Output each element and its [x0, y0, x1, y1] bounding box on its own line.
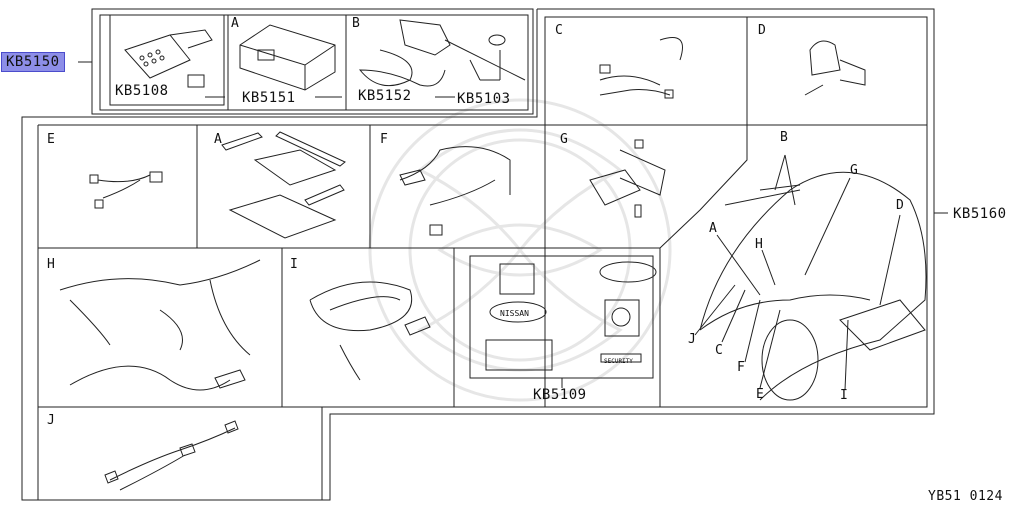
- part-c-drawing: [599, 37, 683, 99]
- callout-kb5103: KB5103: [457, 91, 511, 107]
- cell-letter-f: F: [380, 132, 388, 147]
- cell-letter-top-b: B: [352, 16, 360, 31]
- cell-letter-j: J: [47, 413, 55, 428]
- part-j-drawing: [104, 420, 239, 491]
- part-e-drawing: [89, 171, 163, 209]
- watermark-emblem: [368, 98, 672, 402]
- sticker-security: SECURITY: [604, 358, 633, 365]
- car-label-b: B: [780, 130, 788, 145]
- callout-kb5160: KB5160: [953, 206, 1007, 222]
- part-h-harness-drawing: [59, 259, 261, 391]
- cell-letter-g: G: [560, 132, 568, 147]
- car-label-g: G: [850, 163, 858, 178]
- car-label-i: I: [840, 388, 848, 403]
- car-label-h: H: [755, 237, 763, 252]
- car-label-e: E: [756, 387, 764, 402]
- car-label-f: F: [737, 360, 745, 375]
- car-illustration: [694, 154, 927, 401]
- cell-letter-i: I: [290, 257, 298, 272]
- car-label-j: J: [688, 332, 696, 347]
- car-label-a: A: [709, 221, 717, 236]
- callout-kb5108: KB5108: [115, 83, 169, 99]
- sticker-nissan: NISSAN: [500, 309, 529, 318]
- cell-letter-e: E: [47, 132, 55, 147]
- callout-kb5151: KB5151: [242, 90, 296, 106]
- remote-fob-drawing: [124, 29, 225, 98]
- part-g-drawing: [589, 139, 666, 218]
- callout-kb5109: KB5109: [533, 387, 587, 403]
- car-label-d: D: [896, 198, 904, 213]
- part-a-pads-drawing: [221, 131, 346, 239]
- part-i-harness-drawing: [309, 281, 431, 381]
- siren-harness-drawing: [358, 19, 526, 98]
- control-unit-drawing: [239, 24, 342, 98]
- part-d-drawing: [804, 40, 866, 96]
- stickers-drawing: [469, 255, 657, 388]
- cell-letter-top-a: A: [231, 16, 239, 31]
- cell-letter-a: A: [214, 132, 222, 147]
- cell-letter-h: H: [47, 257, 55, 272]
- top-kit-inner-frame: [99, 14, 529, 111]
- cell-letter-d: D: [758, 23, 766, 38]
- callout-kb5152: KB5152: [358, 88, 412, 104]
- callout-kb5150[interactable]: KB5150: [1, 52, 65, 72]
- car-label-c: C: [715, 343, 723, 358]
- diagram-id: YB51 0124: [928, 489, 1003, 504]
- cell-letter-c: C: [555, 23, 563, 38]
- part-f-drawing: [399, 146, 511, 236]
- main-frame: [21, 8, 935, 501]
